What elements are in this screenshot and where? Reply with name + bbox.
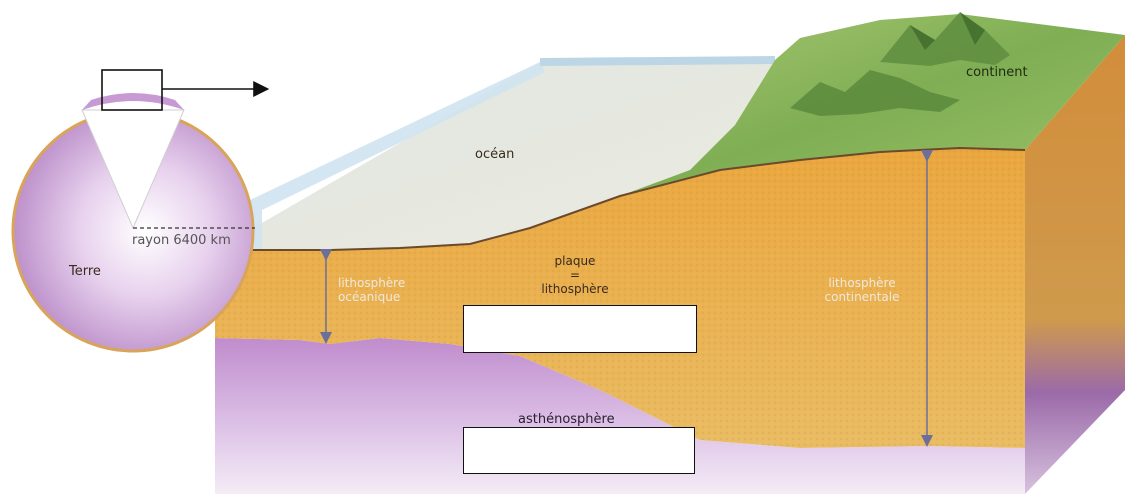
oceanic-lithosphere-label: lithosphère océanique (338, 276, 438, 304)
continent-label: continent (966, 65, 1028, 80)
radius-label: rayon 6400 km (132, 233, 231, 248)
ocean-label: océan (475, 147, 514, 162)
continental-lithosphere-label: lithosphère continentale (812, 276, 912, 304)
planet-label: Terre (69, 264, 101, 279)
plate-line2: = (530, 268, 620, 282)
plate-answer-box[interactable] (463, 305, 697, 353)
asthenosphere-answer-box[interactable] (463, 427, 695, 474)
zoom-rectangle (102, 70, 162, 110)
continental-lithosphere-line2: continentale (812, 290, 912, 304)
continental-lithosphere-line1: lithosphère (812, 276, 912, 290)
plate-line1: plaque (530, 254, 620, 268)
plate-label: plaque = lithosphère (530, 254, 620, 296)
oceanic-lithosphere-line1: lithosphère (338, 276, 438, 290)
asthenosphere-label: asthénosphère (518, 412, 615, 427)
oceanic-lithosphere-line2: océanique (338, 290, 438, 304)
plate-line3: lithosphère (530, 282, 620, 296)
